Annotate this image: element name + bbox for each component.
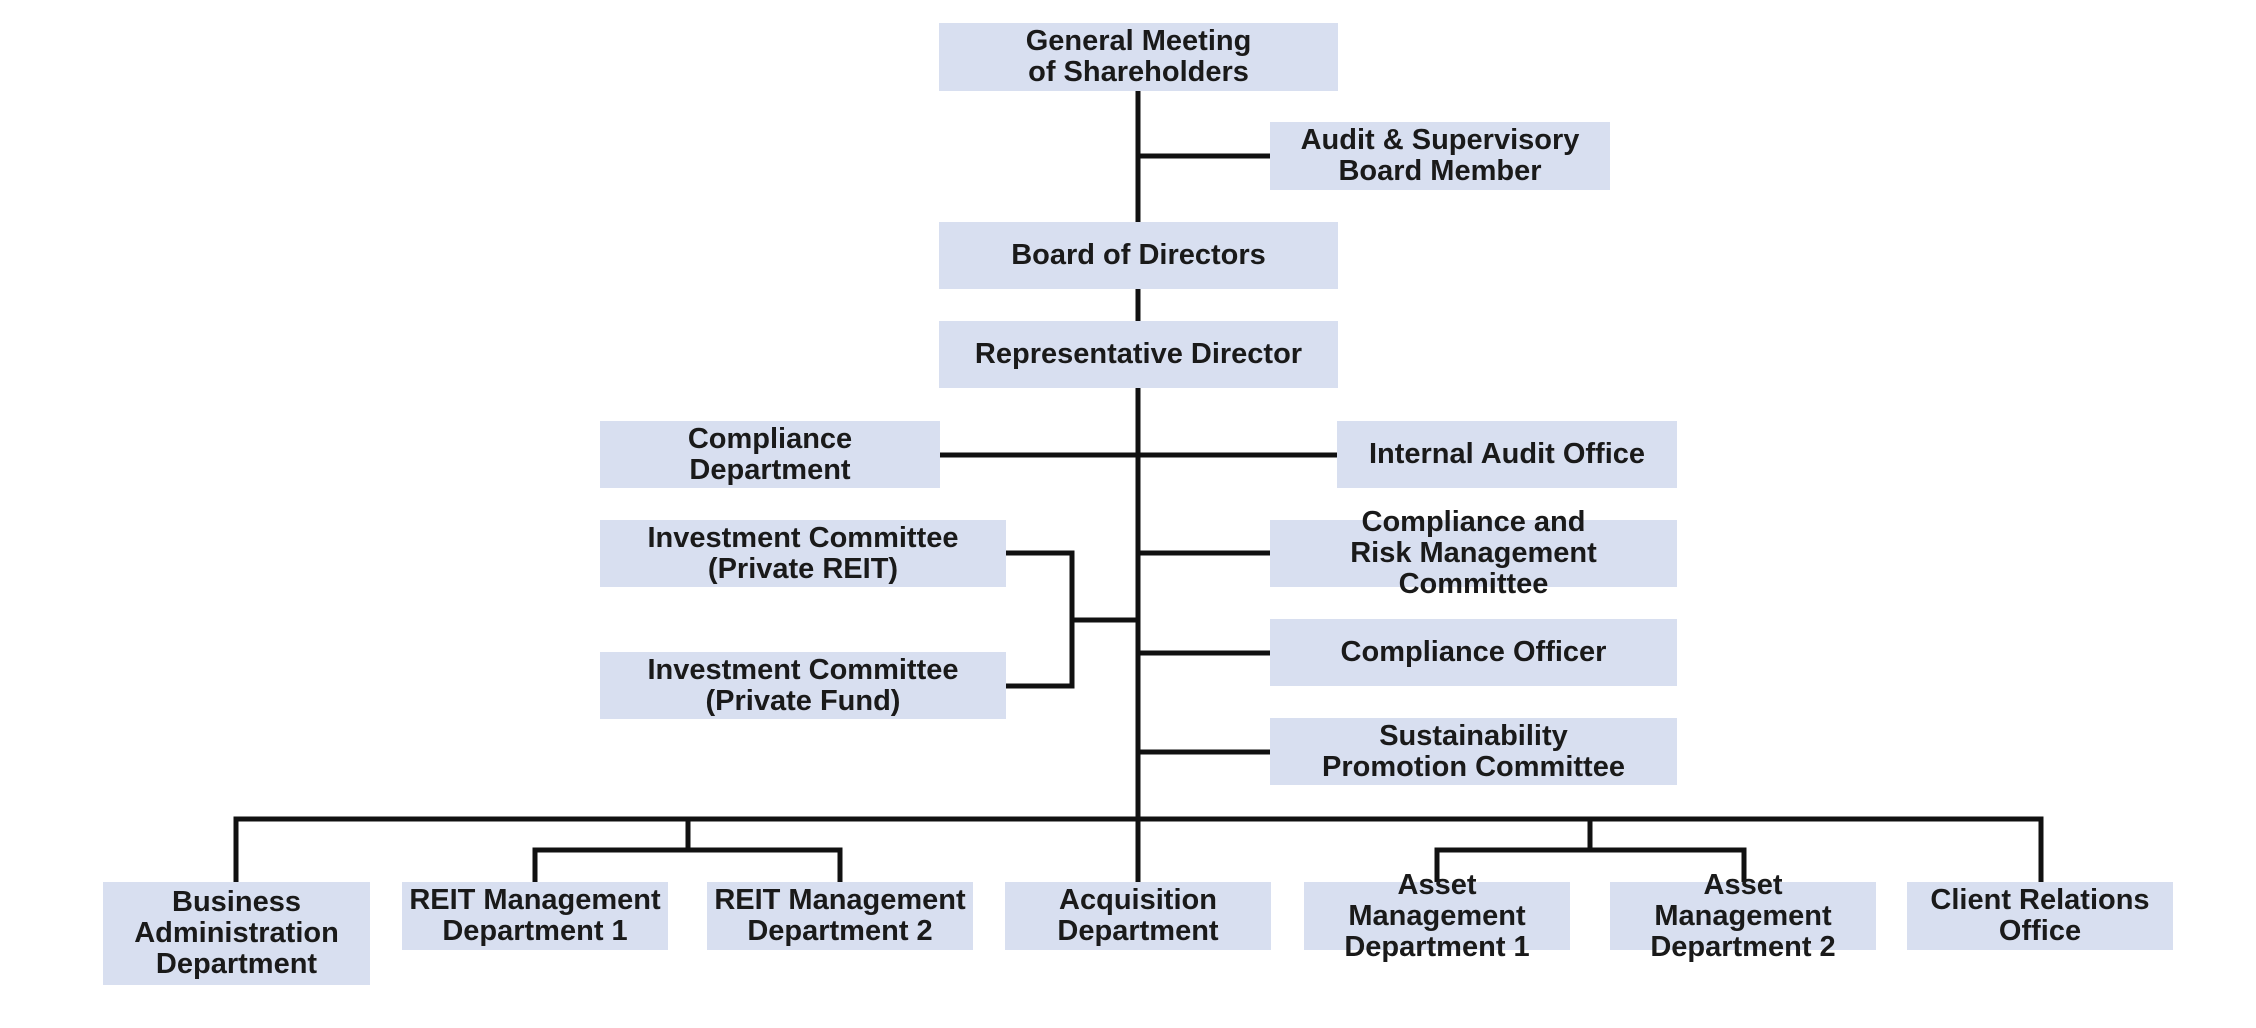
bracket-reit-group bbox=[532, 847, 843, 885]
client-relations-box: Client Relations Office bbox=[1907, 882, 2173, 950]
sustainability-committee-box: Sustainability Promotion Committee bbox=[1270, 718, 1677, 785]
acquisition-box: Acquisition Department bbox=[1005, 882, 1271, 950]
asset-management-1-box: Asset Management Department 1 bbox=[1304, 869, 1570, 962]
investment-committee-reit-box: Investment Committee (Private REIT) bbox=[600, 520, 1006, 587]
general-meeting-box: General Meeting of Shareholders bbox=[939, 23, 1338, 91]
compliance-department-box: Compliance Department bbox=[600, 421, 940, 488]
representative-director-box: Representative Director bbox=[939, 321, 1338, 388]
business-administration-box: Business Administration Department bbox=[103, 882, 370, 985]
audit-board-box: Audit & Supervisory Board Member bbox=[1270, 122, 1610, 190]
compliance-officer-box: Compliance Officer bbox=[1270, 619, 1677, 686]
board-of-directors-box: Board of Directors bbox=[939, 222, 1338, 289]
asset-management-2-box: Asset Management Department 2 bbox=[1610, 869, 1876, 962]
compliance-risk-committee-box: Compliance and Risk Management Committee bbox=[1270, 507, 1677, 600]
connector-investment-committees bbox=[1003, 550, 1075, 689]
internal-audit-office-box: Internal Audit Office bbox=[1337, 421, 1677, 488]
investment-committee-fund-box: Investment Committee (Private Fund) bbox=[600, 652, 1006, 719]
reit-management-1-box: REIT Management Department 1 bbox=[402, 882, 668, 950]
reit-management-2-box: REIT Management Department 2 bbox=[707, 882, 973, 950]
bracket-asset-group bbox=[1434, 847, 1747, 885]
